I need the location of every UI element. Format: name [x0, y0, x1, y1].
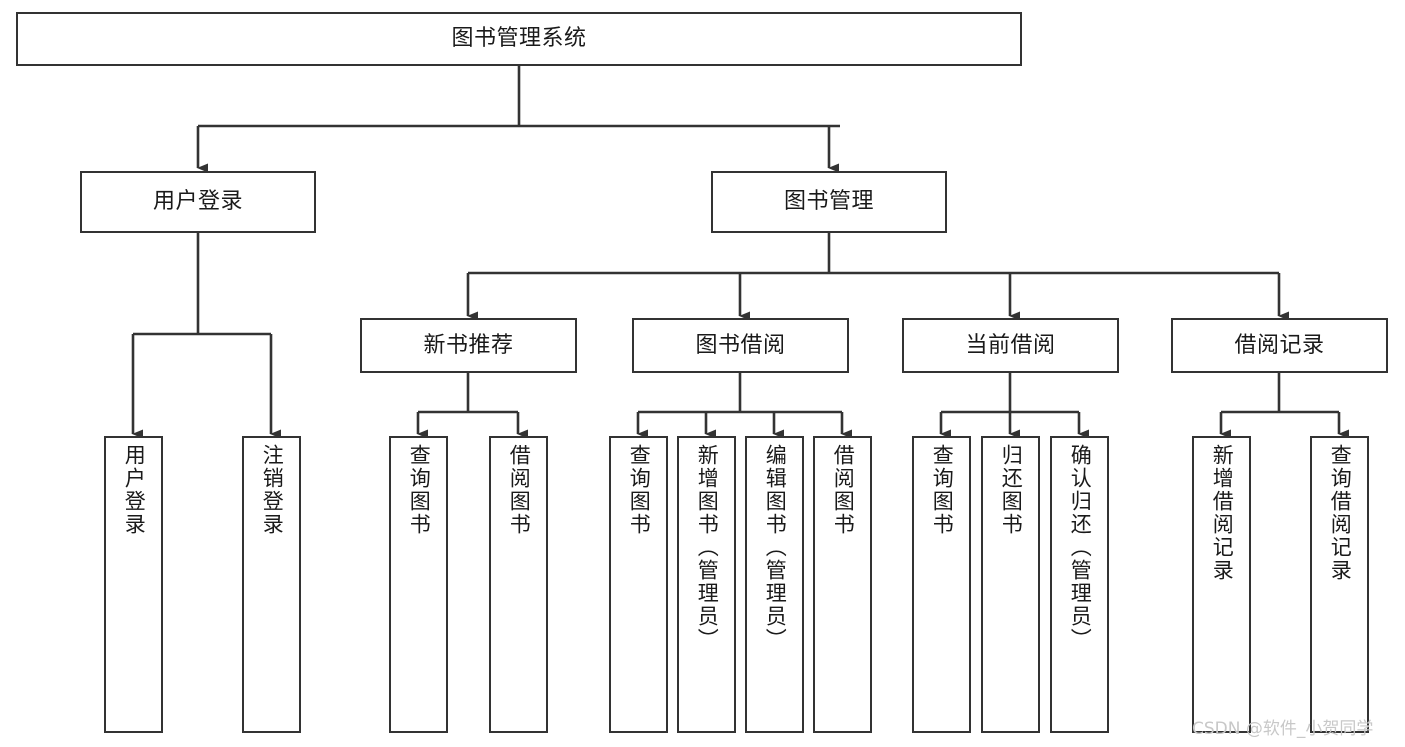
leaf-user-login-logout[interactable]: 注销登录: [242, 436, 301, 733]
leaf-current-query-book[interactable]: 查询图书: [912, 436, 971, 733]
node-user-login[interactable]: 用户登录: [80, 171, 316, 233]
leaf-label: 编辑图书（管理员）: [763, 444, 788, 651]
leaf-label: 查询图书: [930, 444, 955, 536]
leaf-label: 新增借阅记录: [1210, 444, 1235, 582]
leaf-label: 借阅图书: [507, 444, 532, 536]
leaf-recommend-query-book[interactable]: 查询图书: [389, 436, 448, 733]
leaf-current-return-book[interactable]: 归还图书: [981, 436, 1040, 733]
leaf-label: 查询图书: [627, 444, 652, 536]
leaf-label: 归还图书: [999, 444, 1024, 536]
leaf-borrow-borrow-book[interactable]: 借阅图书: [813, 436, 872, 733]
leaf-label: 查询图书: [407, 444, 432, 536]
leaf-label: 借阅图书: [831, 444, 856, 536]
leaf-label: 确认归还（管理员）: [1068, 444, 1093, 651]
leaf-label: 用户登录: [122, 444, 147, 536]
leaf-user-login-login[interactable]: 用户登录: [104, 436, 163, 733]
leaf-record-query-record[interactable]: 查询借阅记录: [1310, 436, 1369, 733]
leaf-label: 新增图书（管理员）: [695, 444, 720, 651]
watermark: CSDN @软件_小贺同学: [1192, 719, 1374, 739]
leaf-label: 查询借阅记录: [1328, 444, 1353, 582]
node-book-management-label: 图书管理: [783, 189, 874, 215]
node-root-label: 图书管理系统: [451, 26, 587, 52]
node-current-borrow[interactable]: 当前借阅: [902, 318, 1119, 373]
node-new-book-recommend-label: 新书推荐: [423, 332, 514, 358]
node-current-borrow-label: 当前借阅: [965, 332, 1056, 358]
leaf-current-confirm-return-admin[interactable]: 确认归还（管理员）: [1050, 436, 1109, 733]
leaf-borrow-add-book-admin[interactable]: 新增图书（管理员）: [677, 436, 736, 733]
leaf-borrow-edit-book-admin[interactable]: 编辑图书（管理员）: [745, 436, 804, 733]
node-book-management[interactable]: 图书管理: [711, 171, 947, 233]
node-book-borrow[interactable]: 图书借阅: [632, 318, 849, 373]
node-root[interactable]: 图书管理系统: [16, 12, 1022, 66]
leaf-label: 注销登录: [260, 444, 285, 536]
node-borrow-record[interactable]: 借阅记录: [1171, 318, 1388, 373]
node-user-login-label: 用户登录: [152, 189, 243, 215]
leaf-borrow-query-book[interactable]: 查询图书: [609, 436, 668, 733]
leaf-recommend-borrow-book[interactable]: 借阅图书: [489, 436, 548, 733]
leaf-record-add-record[interactable]: 新增借阅记录: [1192, 436, 1251, 733]
node-book-borrow-label: 图书借阅: [695, 332, 786, 358]
node-borrow-record-label: 借阅记录: [1234, 332, 1325, 358]
node-new-book-recommend[interactable]: 新书推荐: [360, 318, 577, 373]
